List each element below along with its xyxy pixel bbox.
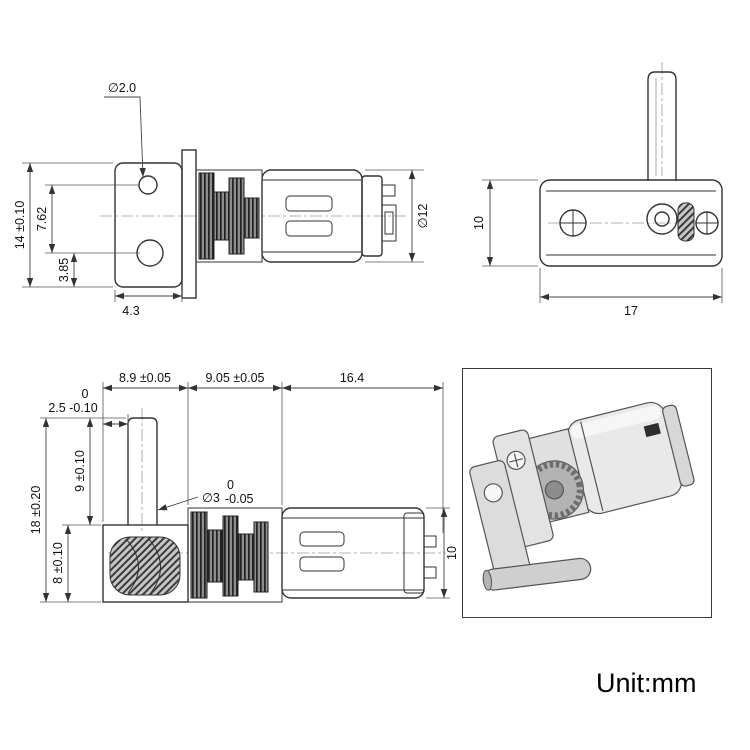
mounting-bracket (114, 149, 197, 299)
gear-train (187, 507, 283, 603)
iso-vent-hole (643, 422, 661, 438)
dim-body-length: 17 (539, 268, 723, 318)
dim-body-width-label: 10 (472, 216, 486, 230)
top-view-drawing: 10 17 (472, 62, 723, 318)
dim-overall-height: 18 ±0.20 (29, 417, 126, 603)
unit-label: Unit:mm (596, 668, 697, 698)
output-shaft (127, 417, 158, 525)
motor-body (261, 169, 397, 263)
faceplate-edge (181, 149, 197, 299)
dim-overall-height-label: 18 ±0.20 (29, 486, 43, 535)
dim-hole-spacing-label: 7.62 (35, 207, 49, 231)
dim-gearbox-span-label: 9.05 ±0.05 (206, 371, 265, 385)
dim-shaft-dia-lower-tol: -0.05 (225, 492, 254, 506)
front-view-panel: 8.9 ±0.05 9.05 ±0.05 16.4 0 2.5 -0.10 18… (0, 340, 462, 650)
motor-body (281, 507, 437, 599)
screw-left (559, 209, 587, 237)
dim-shaft-offset-label: 2.5 -0.10 (48, 401, 97, 415)
dim-hole-spacing: 7.62 (35, 184, 140, 254)
top-view-panel: 10 17 (460, 0, 750, 340)
iso-motor-endcap (662, 404, 695, 487)
dim-hole-to-edge: 3.85 (57, 253, 78, 287)
dim-shaft-dia-upper-tol: 0 (227, 478, 234, 492)
dim-bracket-span-label: 8.9 ±0.05 (119, 371, 171, 385)
dim-shaft-length: 9 ±0.10 (62, 418, 101, 526)
terminal-tab-bottom (423, 566, 437, 579)
dim-body-length-label: 17 (624, 304, 638, 318)
worm-housing (102, 524, 189, 603)
side-view-drawing: ∅2.0 14 ±0.10 7.62 3.85 (13, 81, 430, 318)
gearbox-housing-top (539, 179, 723, 267)
iso-bracket-hole (483, 483, 503, 503)
iso-output-shaft (482, 557, 592, 591)
dim-worm-height-label: 8 ±0.10 (51, 542, 65, 584)
dim-motor-span-label: 16.4 (340, 371, 364, 385)
dim-hole-to-edge-label: 3.85 (57, 258, 71, 282)
dim-shaft-diameter-label: ∅3 (202, 491, 220, 505)
side-view-panel: ∅2.0 14 ±0.10 7.62 3.85 (0, 0, 460, 340)
dim-bracket-width-label: 4.3 (122, 304, 139, 318)
dim-bracket-height: 14 ±0.10 (13, 162, 113, 288)
shaft-boss (646, 203, 678, 235)
iso-assembly (469, 401, 695, 579)
worm-gear-top (677, 202, 695, 242)
dim-motor-diameter-label: ∅12 (416, 204, 430, 229)
dim-motor-height: 10 (426, 507, 459, 599)
gear-train (195, 169, 263, 263)
terminal-tab-top (423, 535, 437, 548)
worm-gear (109, 536, 181, 596)
output-shaft-top (647, 71, 677, 181)
dim-shaft-diameter: ∅3 0 -0.05 (157, 478, 254, 511)
isometric-render (469, 401, 695, 591)
motor-endcap (403, 512, 425, 594)
dim-worm-height: 8 ±0.10 (51, 525, 72, 602)
dim-shaft-offset-upper-tol: 0 (82, 387, 89, 401)
bracket-hole-large (136, 239, 164, 267)
isometric-view-panel (462, 368, 712, 618)
dim-shaft-length-label: 9 ±0.10 (73, 450, 87, 492)
dim-bracket-width: 4.3 (114, 290, 183, 318)
dim-motor-height-label: 10 (445, 546, 459, 560)
terminal-block (381, 204, 397, 242)
bracket-hole-small (138, 175, 158, 195)
dim-chain-top: 8.9 ±0.05 9.05 ±0.05 16.4 (102, 371, 444, 533)
dim-motor-diameter: ∅12 (365, 169, 430, 263)
dim-hole-diameter: ∅2.0 (104, 81, 146, 178)
screw-right (695, 211, 719, 235)
dim-hole-diameter-label: ∅2.0 (108, 81, 136, 95)
dim-shaft-offset: 0 2.5 -0.10 (48, 387, 129, 434)
dim-bracket-height-label: 14 ±0.10 (13, 201, 27, 250)
front-view-drawing: 8.9 ±0.05 9.05 ±0.05 16.4 0 2.5 -0.10 18… (29, 371, 459, 603)
terminal-tab (381, 184, 396, 197)
dim-body-width: 10 (472, 179, 538, 267)
